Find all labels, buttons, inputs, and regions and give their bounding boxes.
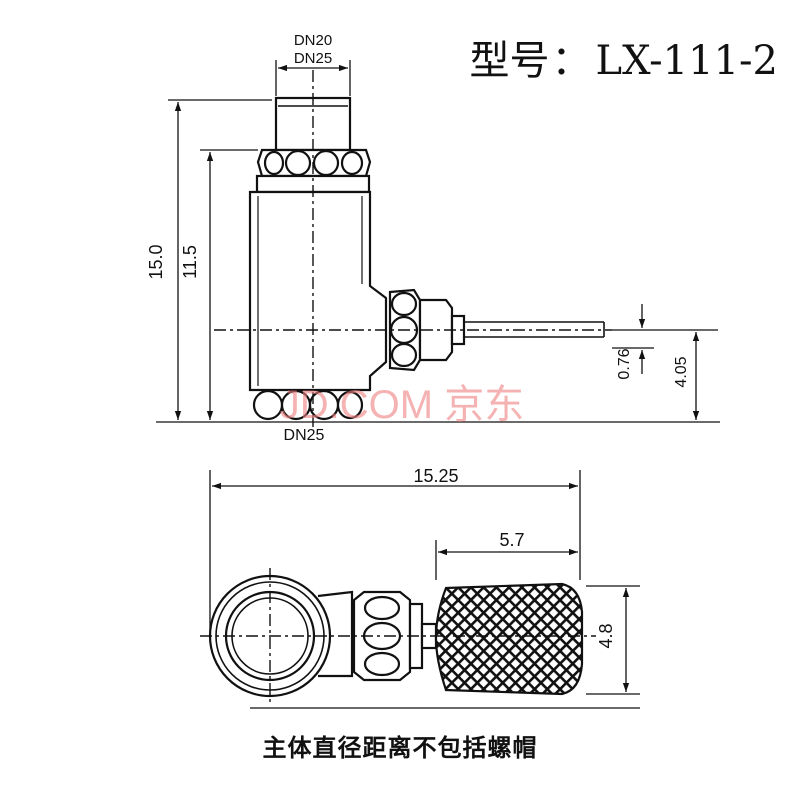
bottom-pipe-label: DN25 bbox=[284, 427, 325, 444]
jd-watermark: JD.COM 京东 bbox=[280, 383, 524, 427]
model-title: 型号：LX-111-2 bbox=[470, 28, 778, 86]
top-view bbox=[200, 470, 640, 709]
overall-height-label: 15.0 bbox=[146, 244, 166, 279]
model-number: LX-111-2 bbox=[595, 38, 778, 84]
model-separator: ： bbox=[551, 38, 592, 84]
bottom-nut bbox=[252, 389, 364, 421]
top-nut bbox=[256, 148, 372, 178]
knob-length-label: 5.7 bbox=[499, 530, 524, 550]
top-centerlines bbox=[200, 568, 596, 706]
side-view bbox=[156, 60, 720, 430]
dimension-note: 主体直径距离不包括螺帽 bbox=[262, 734, 538, 762]
top-pipe-label-1: DN20 bbox=[294, 32, 332, 49]
top-pipe-dimension bbox=[275, 60, 351, 96]
wire bbox=[464, 321, 605, 338]
main-body bbox=[248, 190, 388, 392]
side-nut bbox=[388, 288, 466, 372]
main-body-top bbox=[208, 574, 332, 698]
top-pipe-label-2: DN25 bbox=[294, 50, 332, 67]
wire-height-label: 4.05 bbox=[673, 356, 690, 387]
knob-diameter-label: 4.8 bbox=[596, 623, 616, 648]
knurled-knob bbox=[434, 582, 584, 696]
overall-length-label: 15.25 bbox=[413, 466, 458, 486]
side-nut-top bbox=[352, 590, 438, 682]
wire-dimensions bbox=[612, 304, 718, 420]
body-height-label: 11.5 bbox=[180, 245, 200, 279]
wire-offset-label: 0.76 bbox=[616, 348, 633, 379]
centerlines bbox=[214, 70, 612, 430]
model-label: 型号 bbox=[469, 38, 550, 84]
height-dimensions bbox=[156, 99, 720, 423]
